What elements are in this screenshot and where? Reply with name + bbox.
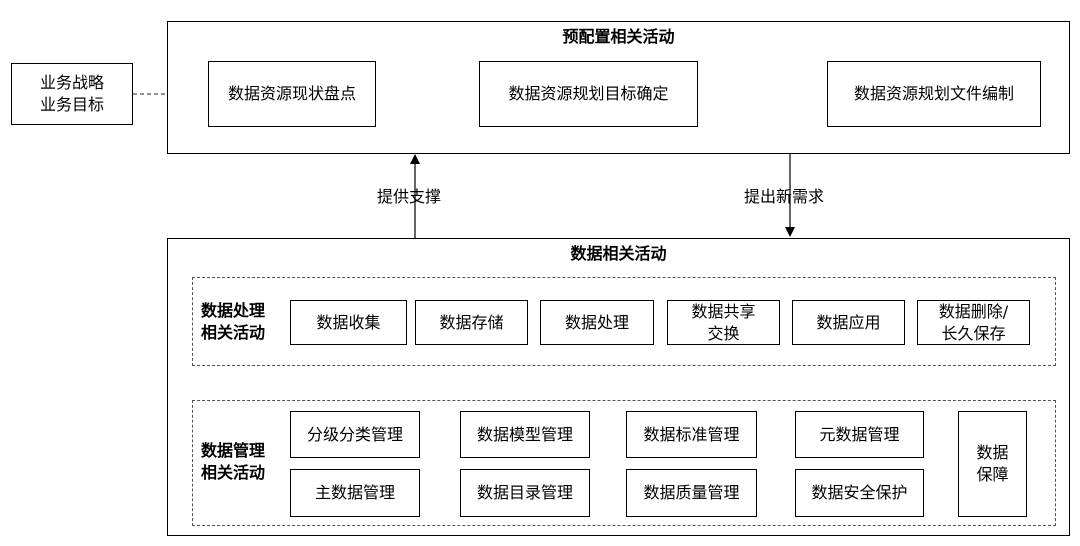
new-demand-label: 提出新需求 (744, 187, 825, 206)
mgmt-item-catalog: 数据目录管理 (460, 469, 590, 517)
mgmt-item-quality: 数据质量管理 (626, 469, 757, 517)
management-group-title: 数据管理 相关活动 (200, 441, 265, 482)
mgmt-item-standard: 数据标准管理 (626, 411, 757, 458)
process-item-share: 数据共享 交换 (667, 300, 780, 345)
process-item-process: 数据处理 (540, 300, 654, 345)
process-item-apply: 数据应用 (792, 300, 905, 345)
process-item-store: 数据存储 (415, 300, 528, 345)
data-activities-title: 数据相关活动 (570, 244, 667, 263)
business-strategy-box: 业务战略 业务目标 (11, 63, 133, 125)
step-goal-box: 数据资源规划目标确定 (479, 61, 698, 127)
step-document-box: 数据资源规划文件编制 (827, 61, 1041, 127)
mgmt-item-security: 数据安全保护 (795, 469, 924, 517)
business-goal-label: 业务目标 (39, 95, 104, 114)
mgmt-item-master-data: 主数据管理 (290, 469, 420, 517)
step-inventory-box: 数据资源现状盘点 (208, 61, 376, 127)
preconfig-title: 预配置相关活动 (562, 27, 675, 46)
support-label: 提供支撑 (377, 187, 442, 206)
business-strategy-label: 业务战略 (39, 73, 104, 92)
process-item-collect: 数据收集 (290, 300, 407, 345)
process-item-delete: 数据删除/ 长久保存 (917, 300, 1030, 345)
data-guarantee-box: 数据 保障 (958, 411, 1027, 517)
mgmt-item-metadata: 元数据管理 (795, 411, 924, 458)
processing-group (192, 277, 1056, 366)
management-group (192, 400, 1056, 526)
mgmt-item-classification: 分级分类管理 (290, 411, 420, 458)
processing-group-title: 数据处理 相关活动 (200, 301, 265, 342)
mgmt-item-model: 数据模型管理 (460, 411, 590, 458)
